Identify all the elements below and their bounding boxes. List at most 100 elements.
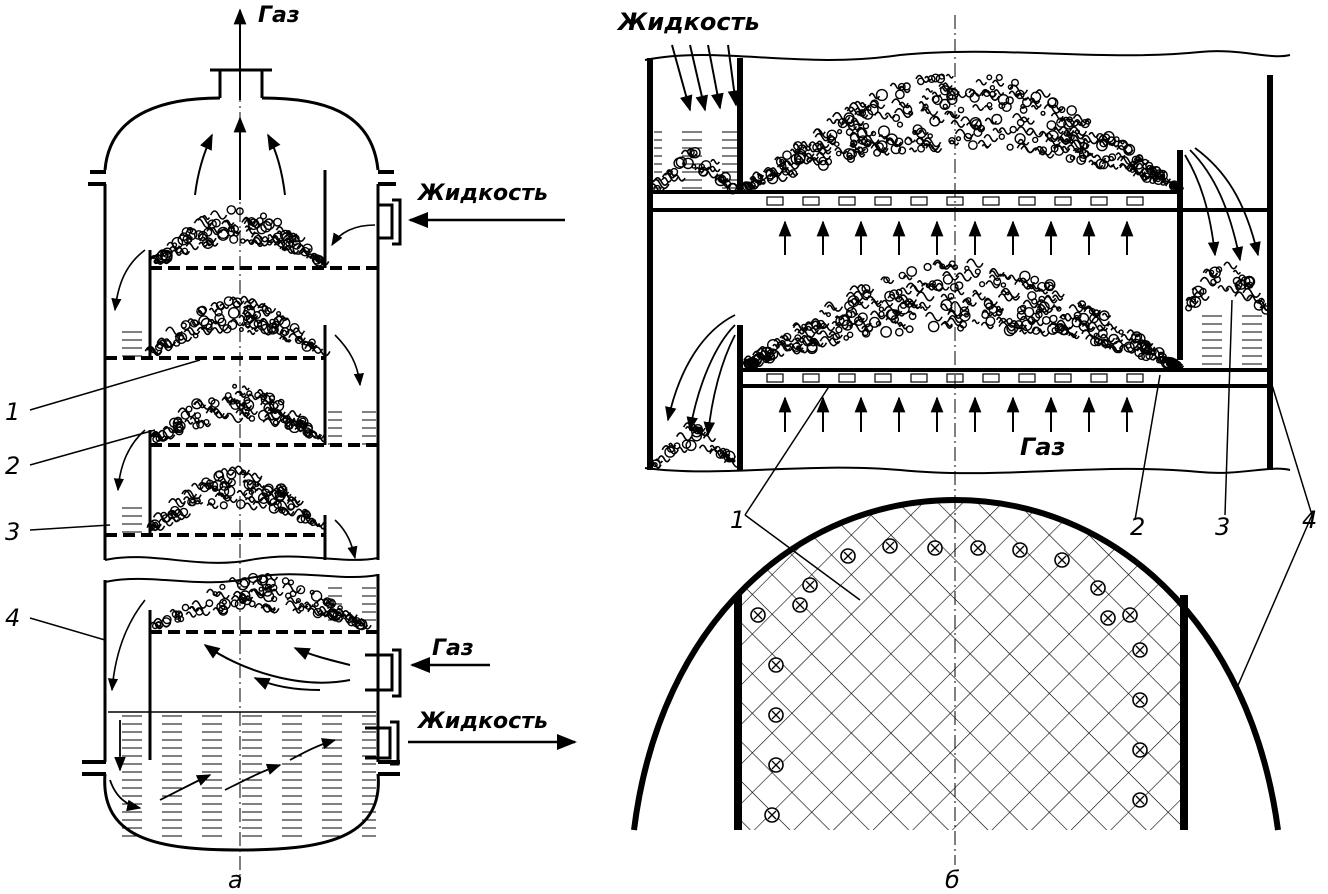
foam-bubble [964,88,975,98]
foam-bubble [1078,149,1089,160]
foam-bubble [846,331,854,339]
foam-curl [146,520,166,531]
foam-bubble [865,105,872,112]
tray-hole [1126,196,1144,206]
foam-bubble [991,113,1003,125]
foam-bubble [277,398,285,406]
foam-curl [206,588,222,597]
foam-bubble [193,230,204,240]
perforation-mark [882,538,898,554]
foam-curl [286,496,304,506]
foam-bubble [667,444,675,453]
foam-bubble [1112,340,1124,352]
foam-bubble [191,319,199,327]
foam-bubble [1031,298,1038,305]
foam-bubble [248,600,256,608]
foam-curl [869,310,887,320]
foam-bubble [653,184,661,193]
foam-bubble [765,351,776,361]
foam-curl [861,325,874,333]
foam-curl [243,218,262,229]
foam-curl [334,607,352,617]
foam-bubble [279,415,289,424]
foam-bubble [261,305,269,312]
foam-curl [243,300,258,309]
foam-curl [932,116,945,124]
tray-hole [1090,373,1108,383]
foam-bubble [742,181,752,192]
perforation-cross [1135,795,1145,805]
foam-curl [1064,133,1073,139]
foam-bubble [219,480,230,492]
foam-curl [267,233,276,240]
foam-curl [810,318,830,329]
foam-curl [855,126,875,137]
foam-curl [870,143,889,154]
foam-curl [315,598,335,609]
foam-curl [963,268,981,279]
foam-curl [1101,312,1112,319]
foam-curl [167,510,181,518]
foam-curl [1066,144,1083,153]
foam-curl [920,106,939,117]
foam-curl [1045,137,1061,147]
foam-bubble [997,93,1010,106]
foam-bubble [265,578,276,589]
foam-bubble [850,142,856,148]
foam-bubble [1006,143,1014,151]
foam-curl [1020,145,1035,154]
foam-bubble [307,341,315,348]
foam-curl [941,271,960,281]
foam-curl [210,302,226,311]
foam-curl [918,301,932,309]
foam-bubble [289,323,300,334]
callout-2-b: 2 [1130,513,1145,541]
foam-curl [955,272,973,282]
foam-curl [286,499,301,508]
foam-bubble [227,306,240,319]
column-a [29,8,577,880]
foam-curl [826,304,838,311]
foam-bubble [895,288,903,296]
foam-curl [950,119,966,128]
foam-bubble [978,281,986,288]
foam-curl [1110,327,1121,334]
foam-bubble [1137,352,1146,361]
foam-bubble [232,383,238,389]
gas-inlet-label-a: Газ [432,636,474,661]
foam-bubble [219,583,226,591]
foam-bubble [782,150,792,160]
foam-bubble [1145,351,1154,360]
foam-bubble [285,240,291,247]
foam-curl [700,168,719,179]
foam-curl [983,297,998,306]
foam-bubble [257,320,268,331]
foam-bubble [826,129,838,141]
foam-curl [945,87,960,96]
foam-curl [939,303,953,311]
foam-curl [246,329,256,336]
foam-curl [245,228,256,235]
foam-curl [949,300,969,312]
foam-curl [902,274,913,281]
foam-curl [997,293,1014,302]
foam-curl [1038,288,1049,295]
foam-bubble [259,212,268,220]
foam-curl [309,431,323,439]
foam-bubble [268,395,276,402]
foam-curl [921,108,932,115]
foam-bubble [946,94,958,106]
foam-curl [968,89,983,97]
foam-bubble [211,218,221,228]
foam-bubble [240,469,247,476]
foam-curl [819,335,839,347]
foam-bubble [844,300,855,312]
foam-curl [868,92,881,100]
foam-curl [668,442,677,448]
foam-curl [1199,276,1218,287]
foam-curl [1017,324,1036,334]
foam-curl [1056,323,1069,331]
foam-curl [265,490,280,500]
foam-curl [819,330,834,338]
foam-bubble [288,421,301,434]
